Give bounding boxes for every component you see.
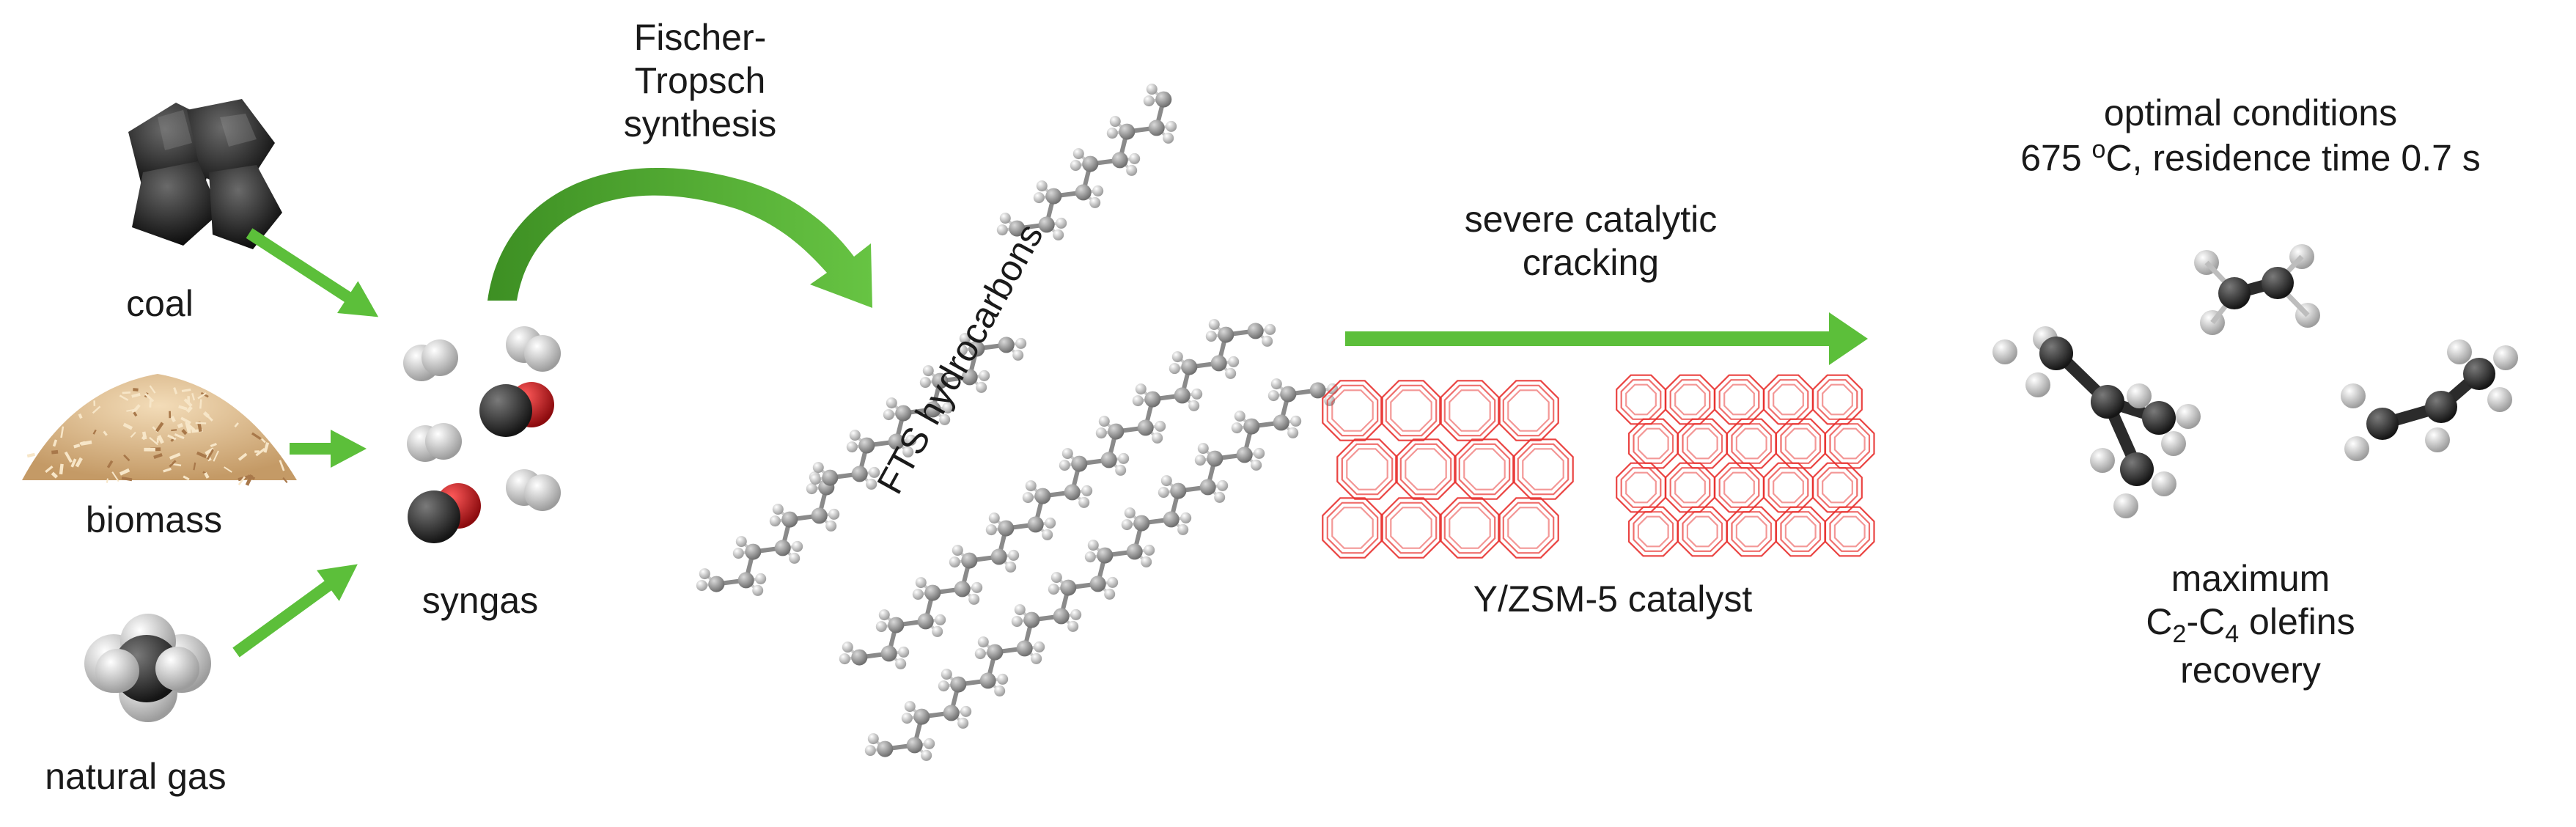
fischer-tropsch-label: Fischer- Tropsch synthesis bbox=[586, 16, 814, 146]
product-label: maximum C2-C4 olefins recovery bbox=[2089, 557, 2412, 692]
sub-b: 4 bbox=[2225, 620, 2240, 648]
degree-sup: o bbox=[2091, 136, 2106, 163]
c-a: C bbox=[2146, 601, 2173, 642]
source-arrows bbox=[232, 228, 379, 658]
dash-c: -C bbox=[2186, 601, 2226, 642]
catalyst-label: Y/ZSM-5 catalyst bbox=[1473, 578, 1753, 620]
product-line1: maximum bbox=[2171, 558, 2330, 599]
fischer-tropsch-arrow bbox=[487, 167, 872, 308]
methane-molecule-image bbox=[84, 614, 211, 722]
fischer-tropsch-line1: Fischer- bbox=[633, 17, 767, 58]
temp-unit: C, residence time 0.7 s bbox=[2105, 137, 2481, 179]
isobutylene-molecule bbox=[1992, 326, 2201, 518]
fischer-tropsch-line2: Tropsch bbox=[634, 60, 766, 101]
coal-arrow bbox=[246, 228, 379, 317]
ethylene-molecule bbox=[2194, 244, 2320, 335]
biomass-label: biomass bbox=[85, 499, 223, 540]
conditions-line2: 675 oC, residence time 0.7 s bbox=[1965, 135, 2536, 180]
zsm-5-framework-image bbox=[1616, 374, 1875, 557]
biomass-image bbox=[22, 374, 297, 486]
natural-gas-label: natural gas bbox=[45, 756, 227, 797]
coal-image bbox=[128, 99, 282, 249]
olefin-molecules bbox=[1992, 244, 2518, 518]
natural-gas-arrow bbox=[232, 564, 358, 658]
olefins-word: olefins bbox=[2239, 601, 2355, 642]
conditions-label: optimal conditions 675 oC, residence tim… bbox=[1965, 92, 2536, 180]
cracking-arrow bbox=[1345, 312, 1868, 365]
cracking-line2: cracking bbox=[1522, 242, 1660, 283]
syngas-molecules bbox=[403, 326, 561, 543]
conditions-line1: optimal conditions bbox=[2103, 92, 2398, 133]
cracking-line1: severe catalytic bbox=[1464, 199, 1718, 240]
sub-a: 2 bbox=[2172, 620, 2187, 648]
propylene-molecule bbox=[2341, 339, 2518, 461]
temp-value: 675 bbox=[2020, 137, 2092, 179]
fischer-tropsch-line3: synthesis bbox=[623, 103, 777, 144]
product-line2: C2-C4 olefins bbox=[2089, 600, 2412, 649]
cracking-label: severe catalytic cracking bbox=[1353, 198, 1829, 284]
biomass-arrow bbox=[290, 430, 367, 468]
zeolite-y-framework-image bbox=[1322, 380, 1574, 559]
fts-hydrocarbon-chains bbox=[696, 84, 1339, 761]
syngas-label: syngas bbox=[422, 580, 539, 621]
product-line3: recovery bbox=[2180, 650, 2321, 691]
coal-label: coal bbox=[126, 283, 194, 324]
